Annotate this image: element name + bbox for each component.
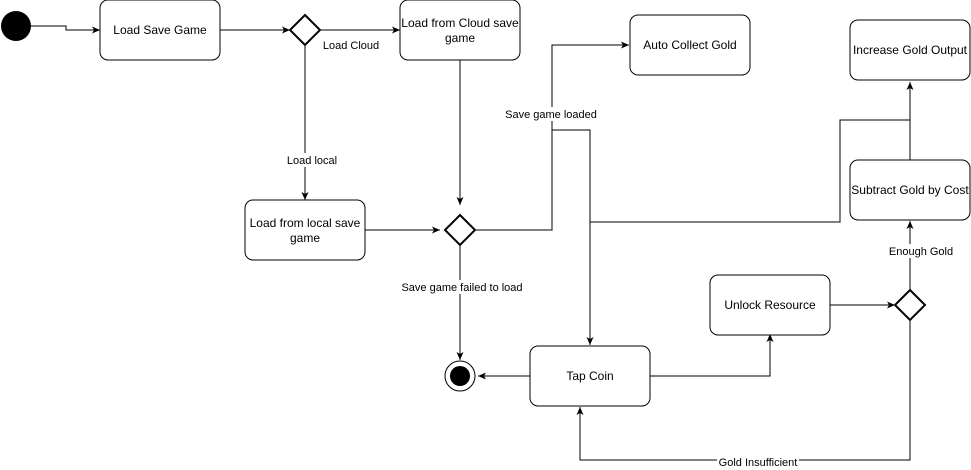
- svg-text:Tap Coin: Tap Coin: [566, 369, 613, 383]
- svg-text:Gold Insufficient: Gold Insufficient: [719, 457, 798, 469]
- svg-text:game: game: [445, 31, 475, 45]
- edge-label-save-game-failed: Save game failed to load: [400, 280, 524, 294]
- svg-text:game: game: [290, 231, 320, 245]
- edge-branch-line: [590, 119, 910, 223]
- edge-label-gold-insufficient: Gold Insufficient: [717, 455, 799, 469]
- svg-text:Enough Gold: Enough Gold: [889, 246, 953, 258]
- edge-label-load-local: Load local: [283, 153, 341, 167]
- svg-text:Subtract Gold by Cost: Subtract Gold by Cost: [851, 183, 969, 197]
- svg-text:Auto Collect Gold: Auto Collect Gold: [643, 38, 736, 52]
- decision-merge: [443, 213, 477, 247]
- node-subtract-gold-by-cost: Subtract Gold by Cost: [849, 159, 971, 221]
- node-increase-gold-output: Increase Gold Output: [849, 19, 971, 81]
- edge-label-enough-gold: Enough Gold: [888, 244, 954, 258]
- svg-text:Load from Cloud save: Load from Cloud save: [401, 16, 519, 30]
- end-node: [444, 360, 476, 392]
- node-load-save-game: Load Save Game: [99, 0, 221, 61]
- decision-load-source: [288, 13, 322, 47]
- node-load-from-cloud: Load from Cloud save game: [399, 0, 521, 61]
- edge-merge-to-tap-coin: [552, 129, 594, 345]
- decision-gold-check: [893, 288, 927, 322]
- node-tap-coin: Tap Coin: [529, 345, 651, 407]
- node-load-from-local: Load from local save game: [244, 199, 366, 261]
- edge-label-load-cloud: Load Cloud: [321, 38, 381, 52]
- svg-text:Load local: Load local: [287, 155, 337, 167]
- svg-text:Unlock Resource: Unlock Resource: [724, 298, 816, 312]
- edge-merge-to-auto-collect: [475, 41, 629, 231]
- edges: [31, 25, 914, 461]
- svg-text:Load from local save: Load from local save: [250, 216, 361, 230]
- svg-text:Load Save Game: Load Save Game: [113, 23, 207, 37]
- svg-text:Increase Gold Output: Increase Gold Output: [853, 43, 968, 57]
- svg-text:Save game failed to load: Save game failed to load: [401, 282, 522, 294]
- edge-start-to-load-save-game: [31, 25, 100, 34]
- svg-text:Load Cloud: Load Cloud: [323, 40, 379, 52]
- edge-label-save-game-loaded: Save game loaded: [502, 107, 600, 121]
- node-auto-collect-gold: Auto Collect Gold: [629, 14, 751, 76]
- svg-text:Save game loaded: Save game loaded: [505, 109, 597, 121]
- node-unlock-resource: Unlock Resource: [709, 274, 831, 336]
- edge-tap-coin-to-unlock: [650, 334, 774, 377]
- edge-labels: Load Cloud Load local Save game loaded S…: [283, 38, 954, 469]
- start-node: [1, 11, 31, 41]
